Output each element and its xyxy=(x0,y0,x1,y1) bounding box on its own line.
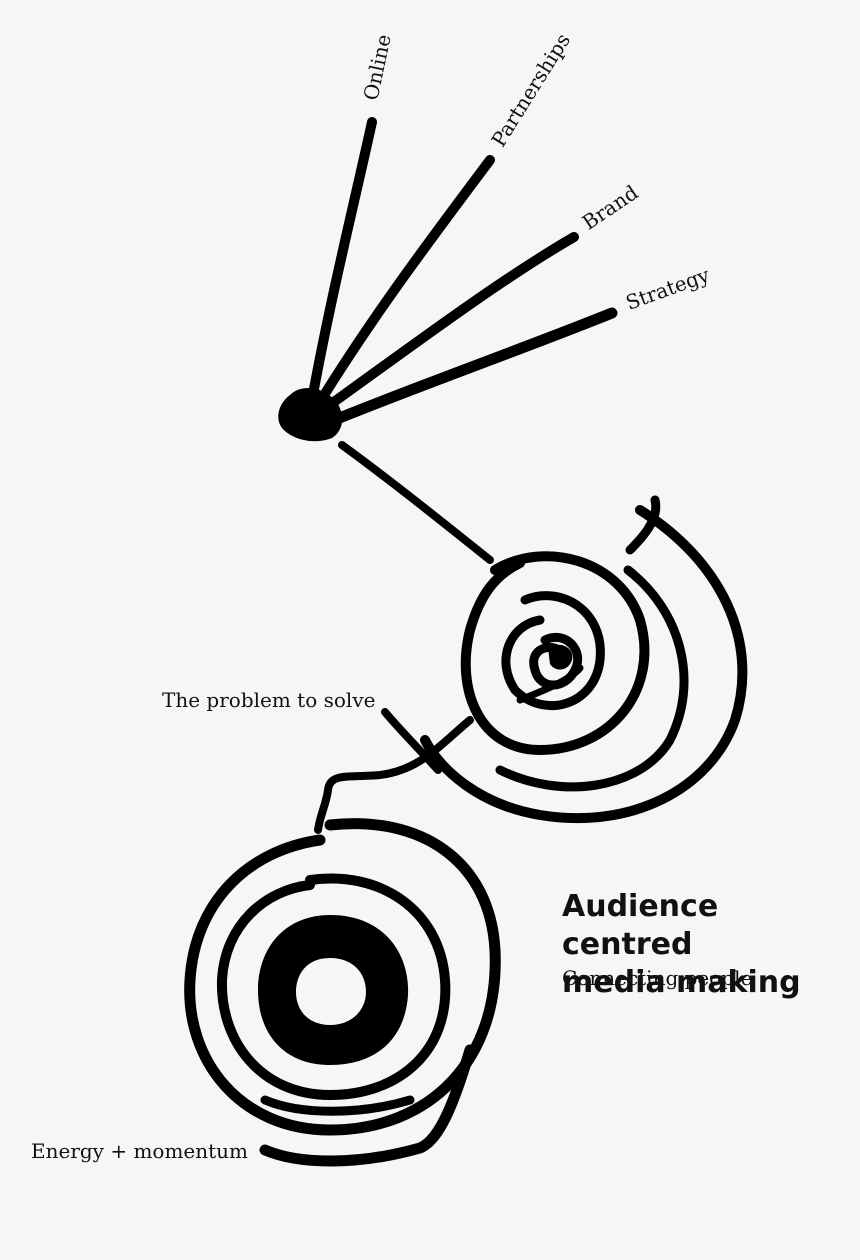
connector-between xyxy=(314,716,474,834)
branch-stroke-online xyxy=(307,117,377,405)
upper-spiral xyxy=(381,495,748,824)
energy-label: Energy + momentum xyxy=(31,1139,249,1163)
branch-stroke-strategy xyxy=(316,307,618,431)
title-line-2: media making xyxy=(562,965,801,1000)
lower-spiral xyxy=(184,818,501,1167)
lower-spiral-core xyxy=(258,915,409,1065)
diagram-subtitle: Connecting people xyxy=(562,966,753,990)
branch-stroke-brand xyxy=(315,232,579,417)
fan-hub xyxy=(278,388,343,442)
connector-stroke xyxy=(338,441,494,564)
problem-label: The problem to solve xyxy=(162,688,376,712)
title-line-1: Audience centred xyxy=(562,889,719,962)
upper-spiral-core xyxy=(548,644,573,670)
diagram-title: Audience centred media making xyxy=(562,888,852,1002)
branch-stroke-partnerships xyxy=(313,155,495,410)
